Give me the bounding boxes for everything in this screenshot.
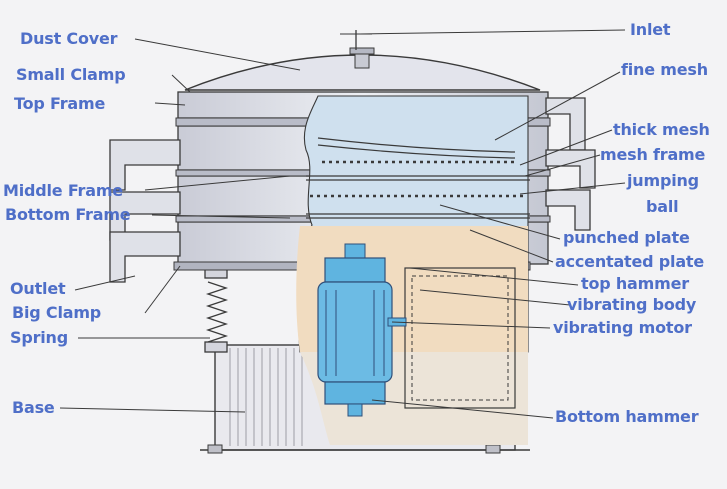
inlet bbox=[340, 30, 372, 50]
vibrating-motor bbox=[317, 243, 407, 417]
label-small-clamp: Small Clamp bbox=[16, 65, 126, 84]
label-spring: Spring bbox=[10, 328, 68, 347]
leader-lines bbox=[59, 29, 626, 419]
label-bottom-hammer: Bottom hammer bbox=[555, 407, 699, 426]
label-dust-cover: Dust Cover bbox=[20, 29, 118, 48]
label-punched-plate: punched plate bbox=[563, 228, 690, 247]
label-thick-mesh: thick mesh bbox=[613, 120, 710, 139]
label-top-hammer: top hammer bbox=[581, 274, 689, 293]
label-inlet: Inlet bbox=[630, 20, 671, 39]
label-accentated-plate: accentated plate bbox=[555, 252, 705, 271]
label-jumping: jumping bbox=[627, 171, 699, 190]
outlets-right bbox=[545, 97, 596, 231]
label-outlet: Outlet bbox=[10, 279, 66, 298]
label-bottom-frame: Bottom Frame bbox=[5, 205, 131, 224]
label-fine-mesh: fine mesh bbox=[621, 60, 708, 79]
spring-left bbox=[204, 267, 229, 353]
label-base: Base bbox=[12, 398, 55, 417]
dust-cover-dome bbox=[184, 47, 541, 91]
label-big-clamp: Big Clamp bbox=[12, 303, 102, 322]
label-vibrating-body: vibrating body bbox=[567, 295, 697, 314]
label-middle-frame: Middle Frame bbox=[3, 181, 123, 200]
label-vibrating-motor: vibrating motor bbox=[553, 318, 692, 337]
label-ball: ball bbox=[646, 197, 679, 216]
label-top-frame: Top Frame bbox=[14, 94, 106, 113]
label-mesh-frame: mesh frame bbox=[600, 145, 706, 164]
